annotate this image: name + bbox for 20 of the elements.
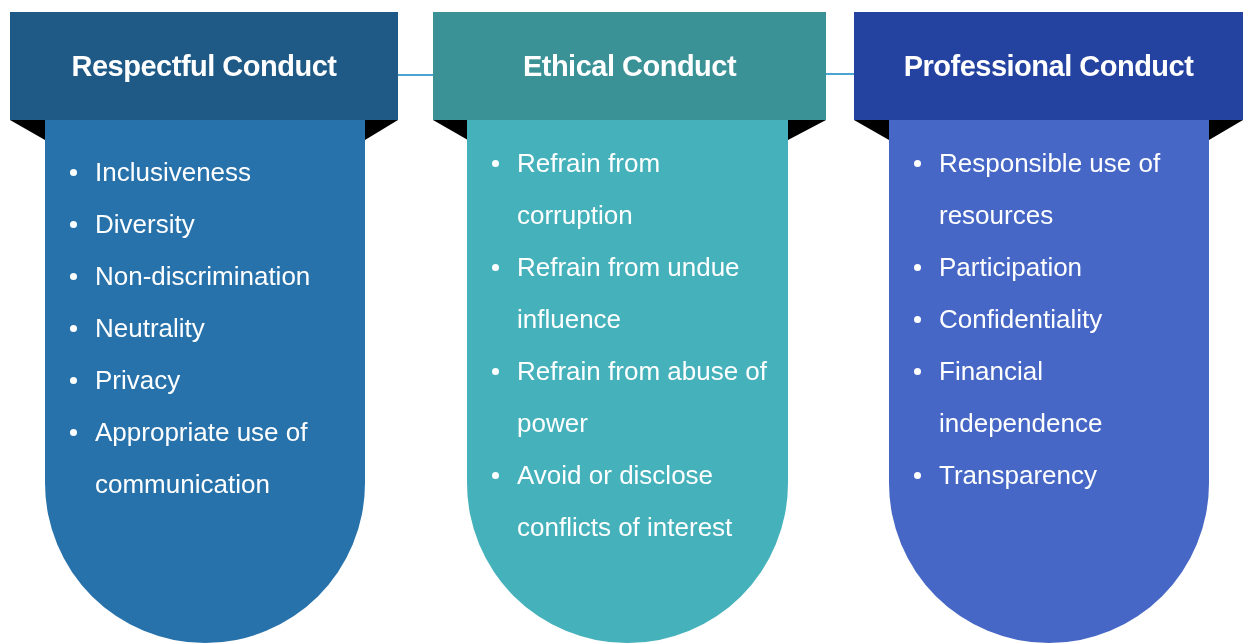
- bullet-item: Responsible use of resources: [939, 148, 1161, 230]
- bullet-item: Diversity: [95, 209, 195, 239]
- bullet-item: Participation: [939, 252, 1083, 282]
- bullet-item: Privacy: [95, 365, 181, 395]
- bullet-item: Inclusiveness: [95, 157, 252, 187]
- connector-line: [397, 74, 434, 76]
- column-heading: Professional Conduct: [854, 12, 1243, 120]
- bullet-item: Refrain from corruption: [517, 148, 661, 230]
- bullet-item: Transparency: [939, 460, 1097, 490]
- bullet-item: Refrain from abuse of power: [517, 356, 767, 438]
- bullet-item: Appropriate use of communication: [95, 417, 308, 499]
- bullet-item: Refrain from undue influence: [517, 252, 740, 334]
- bullet-item: Neutrality: [95, 313, 205, 343]
- connector-line: [825, 73, 855, 75]
- bullet-item: Non-discrimination: [95, 261, 311, 291]
- column-heading: Respectful Conduct: [10, 12, 398, 120]
- bullet-item: Financial independence: [939, 356, 1103, 438]
- column-heading: Ethical Conduct: [433, 12, 826, 120]
- bullet-item: Avoid or disclose conflicts of interest: [517, 460, 733, 542]
- bullet-item: Confidentiality: [939, 304, 1103, 334]
